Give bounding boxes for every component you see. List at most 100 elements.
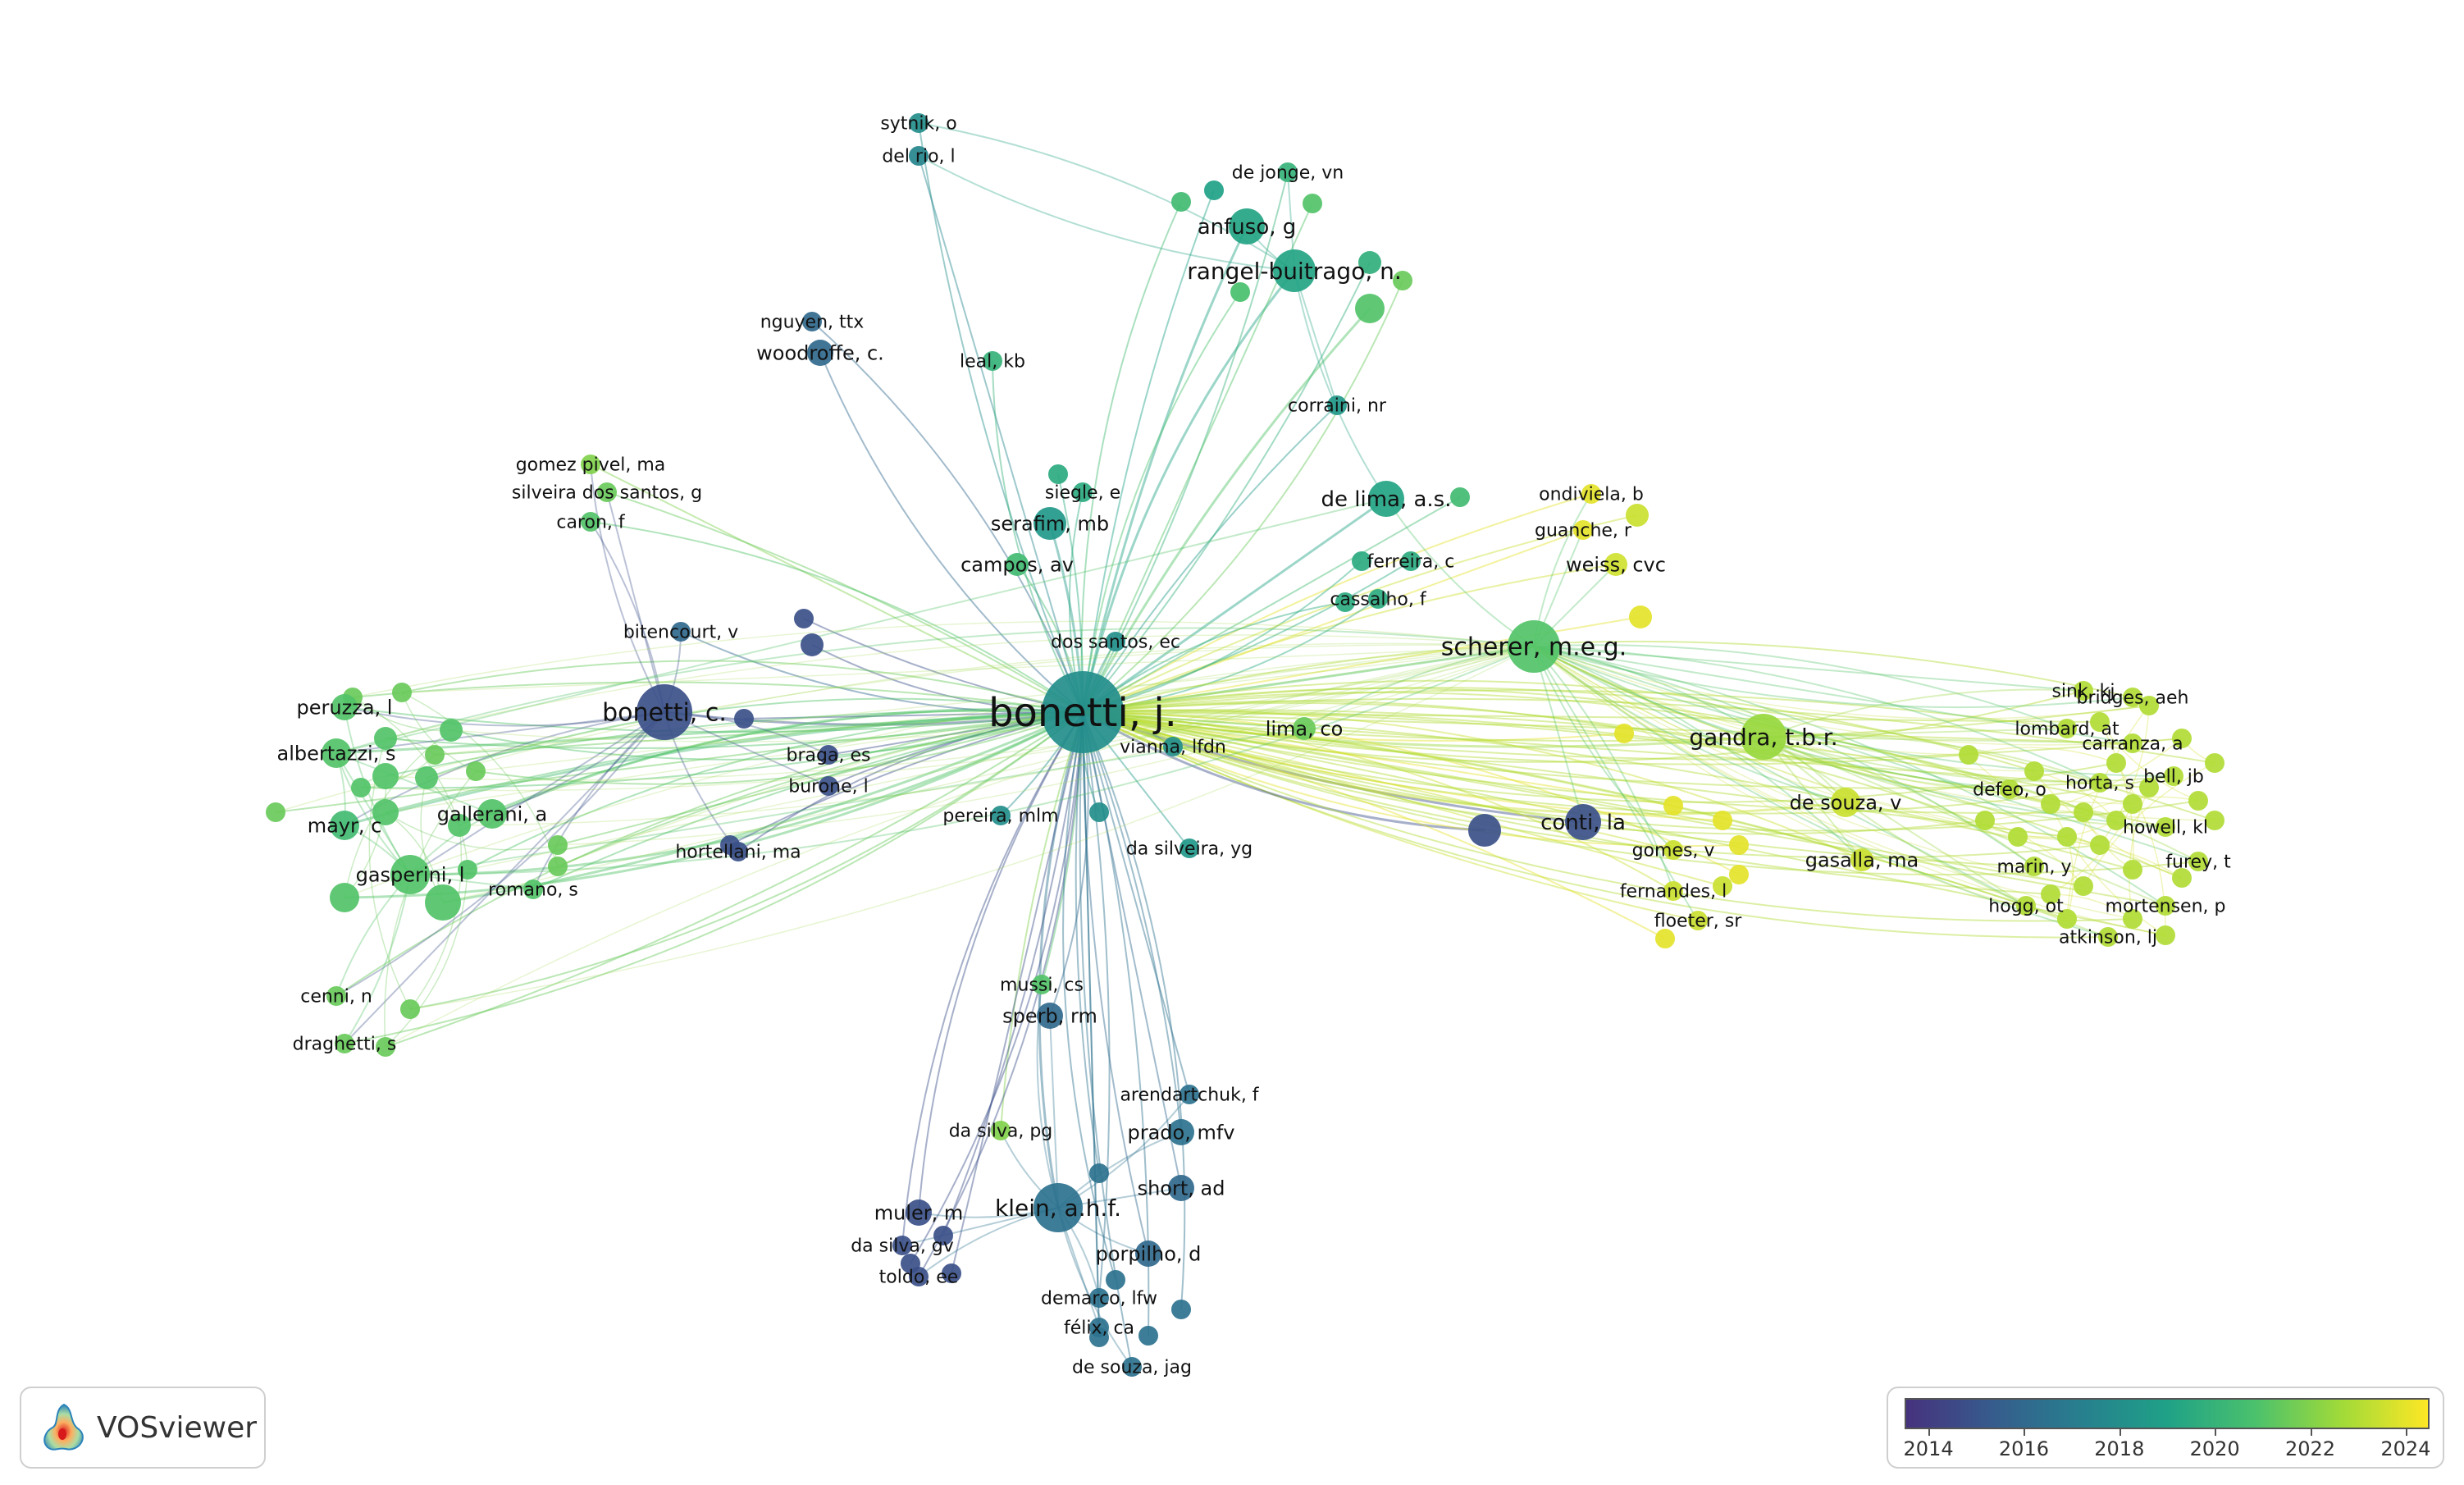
node-circle[interactable] [335,1034,354,1053]
unlabeled-node[interactable] [266,802,285,822]
node-bitencourt-v[interactable]: bitencourt, v [623,622,738,643]
node-guanche-r[interactable]: guanche, r [1535,520,1632,541]
node-gomes-v[interactable]: gomes, v [1632,840,1715,861]
node-circle[interactable] [1135,1241,1161,1267]
node-circle[interactable] [802,312,822,331]
node-draghetti-s[interactable]: draghetti, s [293,1034,397,1055]
unlabeled-node[interactable] [466,761,486,781]
unlabeled-node[interactable] [2139,778,2159,797]
node-circle[interactable] [1327,395,1347,415]
node-circle[interactable] [728,842,748,861]
node-circle[interactable] [671,622,691,642]
unlabeled-node[interactable] [1138,1326,1158,1346]
unlabeled-node[interactable] [1729,835,1749,855]
node-circle[interactable] [637,684,692,740]
unlabeled-node[interactable] [2008,827,2028,847]
unlabeled-node[interactable] [1729,865,1749,884]
node-caron-f[interactable]: caron, f [556,512,626,533]
unlabeled-node[interactable] [1713,876,1732,896]
node-marin-y[interactable]: marin, y [1996,857,2072,878]
node-circle[interactable] [1401,551,1421,571]
node-circle[interactable] [326,986,346,1006]
node-fernandes-l[interactable]: fernandes, l [1620,881,1727,902]
node-circle[interactable] [1180,1085,1199,1104]
unlabeled-node[interactable] [2057,909,2077,929]
node-cenni-n[interactable]: cenni, n [300,986,372,1008]
unlabeled-node[interactable] [458,860,477,880]
unlabeled-node[interactable] [2123,860,2142,880]
node-hortellani-ma[interactable]: hortellani, ma [675,842,801,863]
node-circle[interactable] [1168,1175,1194,1201]
node-de-lima-a-s[interactable]: de lima, a.s. [1321,481,1452,517]
unlabeled-node[interactable] [374,727,397,750]
unlabeled-node[interactable] [1713,811,1732,830]
node-circle[interactable] [1180,838,1199,858]
unlabeled-node[interactable] [415,766,438,789]
node-furey-t[interactable]: furey, t [2165,852,2231,873]
unlabeled-node[interactable] [1355,294,1385,323]
unlabeled-node[interactable] [1335,592,1355,612]
unlabeled-node[interactable] [1655,929,1675,948]
unlabeled-node[interactable] [448,814,471,837]
node-circle[interactable] [1741,714,1786,760]
node-toldo-ee[interactable]: toldo, ee [879,1267,959,1288]
unlabeled-node[interactable] [2156,925,2175,945]
node-circle[interactable] [1565,804,1601,840]
node-corraini-nr[interactable]: corraini, nr [1288,395,1387,417]
node-burone-l[interactable]: burone, l [788,776,869,797]
unlabeled-node[interactable] [1171,192,1191,212]
unlabeled-node[interactable] [351,778,371,797]
node-gallerani-a[interactable]: gallerani, a [437,799,547,829]
node-circle[interactable] [322,738,351,768]
node-hogg-ot[interactable]: hogg, ot [1988,896,2064,917]
node-klein-a-h-f[interactable]: klein, a.h.f. [995,1183,1121,1232]
node-mayr-c[interactable]: mayr, c [308,811,382,840]
node-circle[interactable] [523,880,543,899]
node-woodroffe-c[interactable]: woodroffe, c. [756,340,884,366]
node-circle[interactable] [2188,852,2208,871]
node-atkinson-lj[interactable]: atkinson, lj [2059,927,2157,948]
unlabeled-node[interactable] [2123,794,2142,814]
node-circle[interactable] [1581,484,1601,504]
node-scherer-m-e-g[interactable]: scherer, m.e.g. [1441,620,1627,673]
node-circle[interactable] [1032,975,1052,994]
node-howell-kl[interactable]: howell, kl [2123,817,2208,838]
unlabeled-node[interactable] [1352,551,1371,571]
unlabeled-node[interactable] [1048,464,1068,484]
node-circle[interactable] [991,806,1011,825]
node-carranza-a[interactable]: carranza, a [2082,733,2183,755]
node-cassalho-f[interactable]: cassalho, f [1330,589,1427,610]
node-bell-jb[interactable]: bell, jb [2143,766,2204,788]
node-circle[interactable] [2057,719,2077,738]
node-circle[interactable] [2164,766,2183,786]
node-circle[interactable] [1037,1003,1063,1029]
node-del-rio-l[interactable]: del rio, l [882,146,956,167]
node-de-jonge-vn[interactable]: de jonge, vn [1232,162,1344,184]
node-circle[interactable] [2156,896,2175,916]
unlabeled-node[interactable] [1106,1270,1125,1290]
node-circle[interactable] [1663,840,1683,860]
node-circle[interactable] [477,799,507,829]
node-bonetti-c[interactable]: bonetti, c. [602,684,727,740]
unlabeled-node[interactable] [1089,802,1109,822]
node-circle[interactable] [2024,857,2044,876]
node-circle[interactable] [1089,1288,1109,1308]
unlabeled-node[interactable] [2106,753,2126,773]
node-leal-kb[interactable]: leal, kb [960,351,1025,372]
node-circle[interactable] [331,694,358,720]
unlabeled-node[interactable] [1089,1163,1109,1183]
node-siegle-e[interactable]: siegle, e [1045,482,1120,504]
node-gomez-pivel-ma[interactable]: gomez pivel, ma [516,455,666,476]
node-circle[interactable] [1604,553,1627,576]
node-circle[interactable] [597,482,617,502]
node-anfuso-g[interactable]: anfuso, g [1198,208,1297,244]
node-circle[interactable] [1089,1318,1109,1337]
unlabeled-node[interactable] [2172,729,2192,748]
node-circle[interactable] [1663,881,1683,901]
unlabeled-node[interactable] [2041,794,2060,814]
node-circle[interactable] [390,855,430,894]
unlabeled-node[interactable] [1959,745,1978,765]
unlabeled-node[interactable] [392,683,412,702]
node-circle[interactable] [1293,717,1316,740]
